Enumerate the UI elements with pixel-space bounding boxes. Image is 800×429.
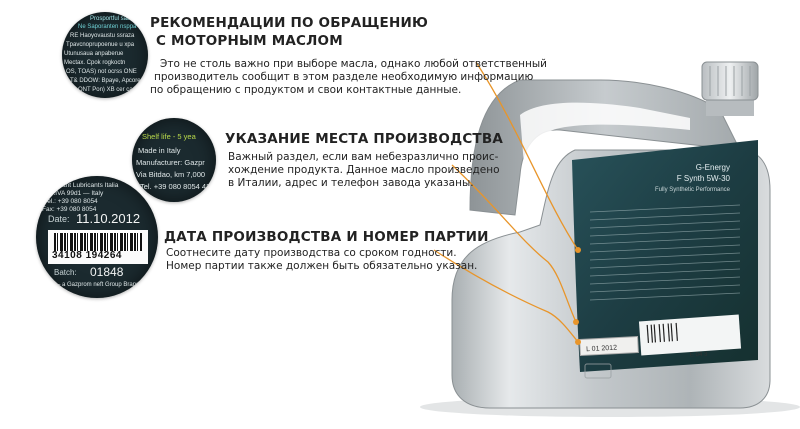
batch-sticker-text: L 01 2012 bbox=[586, 345, 617, 354]
description-line: производитель сообщит в этом разделе нео… bbox=[154, 71, 534, 83]
batch-label: Batch: bbox=[54, 268, 77, 277]
description-line: Это не столь важно при выборе масла, одн… bbox=[160, 58, 547, 70]
batch-value: 01848 bbox=[90, 265, 124, 279]
heading-handling: РЕКОМЕНДАЦИИ ПО ОБРАЩЕНИЮ С МОТОРНЫМ МАС… bbox=[150, 14, 428, 50]
heading-line: С МОТОРНЫМ МАСЛОМ bbox=[156, 33, 343, 49]
handle-opening bbox=[520, 102, 690, 165]
label-brand-3: Fully Synthetic Performance bbox=[655, 187, 731, 193]
description-origin: Важный раздел, если вам небезразлично пр… bbox=[228, 151, 500, 190]
lens-line: ant Lubricants Italia bbox=[62, 182, 119, 189]
magnifier-handling: Prosportful saddle Ne Saporanten nsppa R… bbox=[62, 12, 148, 98]
callout-line-date bbox=[433, 249, 579, 343]
batch-sticker-text-2: E 04 3 bbox=[690, 352, 708, 359]
callout-line-handling bbox=[475, 61, 579, 251]
label-brand-2: F Synth 5W-30 bbox=[677, 174, 731, 183]
description-date-batch: Соотнесите дату производства со сроком г… bbox=[166, 247, 478, 273]
heading-line: ДАТА ПРОИЗВОДСТВА И НОМЕР ПАРТИИ bbox=[164, 229, 489, 245]
lens-line: T& DDOW: Bpaye, Apcorere. bbox=[70, 78, 148, 84]
lens-line: Tel.: +39 080 8054 bbox=[44, 198, 98, 205]
heading-origin: УКАЗАНИЕ МЕСТА ПРОИЗВОДСТВА bbox=[225, 130, 503, 148]
label-barcode-panel bbox=[638, 314, 742, 356]
callout-dot-handling bbox=[575, 247, 581, 253]
date-value: 11.10.2012 bbox=[76, 211, 141, 226]
lens-line: Utunusaua anpaberue bbox=[64, 51, 124, 57]
barcode-number: 34108 194264 bbox=[52, 250, 122, 261]
lens-line: Manufacturer: Gazpr bbox=[136, 158, 205, 167]
canister-cap bbox=[701, 61, 759, 101]
magnifier-origin: Shelf life - 5 yea Made in Italy Manufac… bbox=[132, 118, 216, 202]
canister-neck bbox=[706, 96, 754, 116]
heading-date-batch: ДАТА ПРОИЗВОДСТВА И НОМЕР ПАРТИИ bbox=[164, 228, 489, 246]
description-line: Соотнесите дату производства со сроком г… bbox=[166, 247, 457, 259]
lens-line: Shelf life - 5 yea bbox=[142, 132, 196, 141]
lens-line: Tpavcnoprupoenue u xpa bbox=[66, 42, 135, 48]
lens-line: OS, TOAS) not ocrss ONE bbox=[66, 69, 137, 75]
description-line: Важный раздел, если вам небезразлично пр… bbox=[228, 151, 499, 163]
heading-line: УКАЗАНИЕ МЕСТА ПРОИЗВОДСТВА bbox=[225, 131, 503, 147]
batch-sticker bbox=[579, 335, 639, 357]
barcode: 34108 194264 bbox=[48, 230, 148, 264]
description-line: по обращению с продуктом и свои контактн… bbox=[150, 84, 462, 96]
callout-dot-date bbox=[575, 339, 581, 345]
lens-line: Via Bitdao, km 7,000 bbox=[136, 170, 206, 179]
magnifier-date-batch: ant Lubricants Italia P.IVA 99d1 — Italy… bbox=[36, 176, 158, 298]
heading-line: РЕКОМЕНДАЦИИ ПО ОБРАЩЕНИЮ bbox=[150, 15, 429, 31]
canister-label bbox=[572, 140, 758, 372]
lens-line: Fax: +39 080 8054 bbox=[42, 206, 97, 213]
lens-line: ty — a Gazprom neft Group Brand bbox=[48, 282, 140, 288]
lens-line: Tel. +39 080 8054 42 bbox=[140, 182, 211, 191]
description-line: в Италии, адрес и телефон завода указаны… bbox=[228, 177, 474, 189]
lens-line: RE Haoyovaustu ssraza bbox=[70, 33, 135, 39]
lens-line: Mectax. Cpok rogkoctn bbox=[64, 60, 126, 66]
description-handling: Это не столь важно при выборе масла, одн… bbox=[150, 58, 547, 97]
lens-line: Made in Italy bbox=[138, 146, 181, 155]
barcode-bars bbox=[54, 233, 142, 251]
description-line: хождение продукта. Данное масло произвед… bbox=[228, 164, 500, 176]
lens-line: P.IVA 99d1 — Italy bbox=[50, 190, 104, 197]
lens-line: Ne Saporanten nsppa bbox=[78, 24, 137, 30]
lens-line: Prosportful saddle bbox=[90, 16, 139, 22]
description-line: Номер партии также должен быть обязатель… bbox=[166, 260, 478, 272]
lens-line: ONT Pon) XB cer cae bbox=[78, 87, 136, 93]
label-brand-1: G-Energy bbox=[696, 163, 730, 172]
callout-line-origin bbox=[451, 164, 577, 323]
callout-dot-origin bbox=[573, 319, 579, 325]
date-label: Date: bbox=[48, 214, 70, 224]
